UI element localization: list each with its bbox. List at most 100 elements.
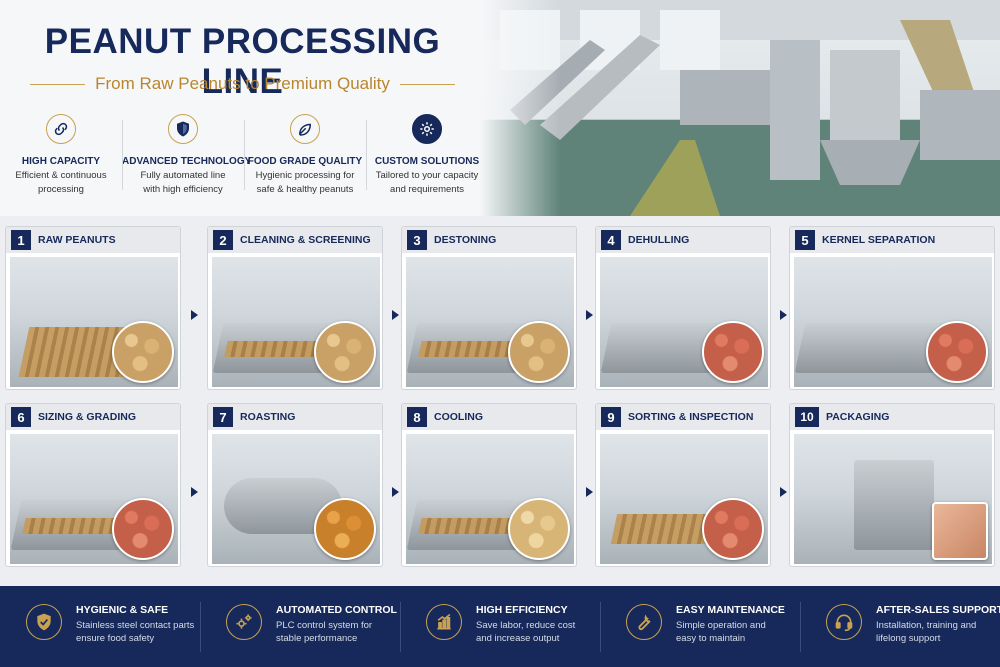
step-number: 4 [601,230,621,250]
step-label: SIZING & GRADING [38,411,137,423]
hero-fade [480,0,560,216]
divider-line [399,83,456,85]
step-photo [10,434,178,564]
arrow-right-icon [777,484,791,498]
packaged-bags [932,502,988,560]
step-photo [212,434,380,564]
step-label: KERNEL SEPARATION [822,234,936,246]
divider-line [30,83,86,85]
shield-icon [168,114,198,144]
benefit-hygienic: HYGIENIC & SAFE Stainless steel contact … [0,586,200,667]
step-label: SORTING & INSPECTION [628,411,754,423]
step-label: PACKAGING [826,411,890,423]
peanut-closeup [314,321,376,383]
step-header: 5 KERNEL SEPARATION [790,227,994,253]
headset-icon [826,604,862,640]
step-photo [406,434,574,564]
step-number: 1 [11,230,31,250]
peanut-closeup [112,321,174,383]
arrow-right-icon [583,307,597,321]
header: PEANUT PROCESSING LINE From Raw Peanuts … [0,0,1000,216]
arrow-right-icon [389,307,403,321]
growth-chart-icon [426,604,462,640]
step-label: RAW PEANUTS [38,234,116,246]
packing-machine [854,460,934,550]
feature-food-grade: FOOD GRADE QUALITY Hygienic processing f… [244,110,366,200]
benefit-text: HYGIENIC & SAFE Stainless steel contact … [76,604,194,645]
factory-hero-photo [480,0,1000,216]
shield-check-icon [26,604,62,640]
step-label: DEHULLING [628,234,690,246]
belt [22,518,126,534]
step-number: 8 [407,407,427,427]
step-header: 6 SIZING & GRADING [6,404,180,430]
arrow-right-icon [188,307,202,321]
arrow-right-icon [188,484,202,498]
step-photo [212,257,380,387]
leaf-icon [290,114,320,144]
step-card-sizing: 6 SIZING & GRADING [5,403,181,567]
step-card-kernel-separation: 5 KERNEL SEPARATION [789,226,995,390]
step-photo [600,434,768,564]
wrench-icon [626,604,662,640]
benefit-automated: AUTOMATED CONTROL PLC control system for… [200,586,400,667]
feature-custom-solutions: CUSTOM SOLUTIONS Tailored to your capaci… [366,110,488,200]
step-number: 5 [795,230,815,250]
cooled-closeup [508,498,570,560]
step-photo [794,434,992,564]
step-header: 1 RAW PEANUTS [6,227,180,253]
feature-title: FOOD GRADE QUALITY [247,156,363,167]
benefit-title: HIGH EFFICIENCY [476,604,568,616]
gears-icon [226,604,262,640]
step-photo [794,257,992,387]
benefit-title: EASY MAINTENANCE [676,604,785,616]
step-number: 6 [11,407,31,427]
step-card-cooling: 8 COOLING [401,403,577,567]
step-label: COOLING [434,411,483,423]
belt [418,341,522,357]
arrow-right-icon [389,484,403,498]
gear-icon [412,114,442,144]
peanut-closeup [508,321,570,383]
benefit-title: AFTER-SALES SUPPORT [876,604,1000,616]
benefit-title: HYGIENIC & SAFE [76,604,169,616]
feature-title: CUSTOM SOLUTIONS [374,156,480,167]
link-icon [46,114,76,144]
step-photo [10,257,178,387]
step-card-raw-peanuts: 1 RAW PEANUTS [5,226,181,390]
step-header: 4 DEHULLING [596,227,770,253]
step-number: 2 [213,230,233,250]
kernel-closeup [112,498,174,560]
kernel-closeup [702,498,764,560]
belt [418,518,522,534]
arrow-right-icon [583,484,597,498]
step-header: 8 COOLING [402,404,576,430]
step-card-dehulling: 4 DEHULLING [595,226,771,390]
roasted-closeup [314,498,376,560]
benefit-title: AUTOMATED CONTROL [276,604,397,616]
subtitle-row: From Raw Peanuts to Premium Quality [30,74,456,94]
belt [224,341,328,357]
arrow-right-icon [777,307,791,321]
